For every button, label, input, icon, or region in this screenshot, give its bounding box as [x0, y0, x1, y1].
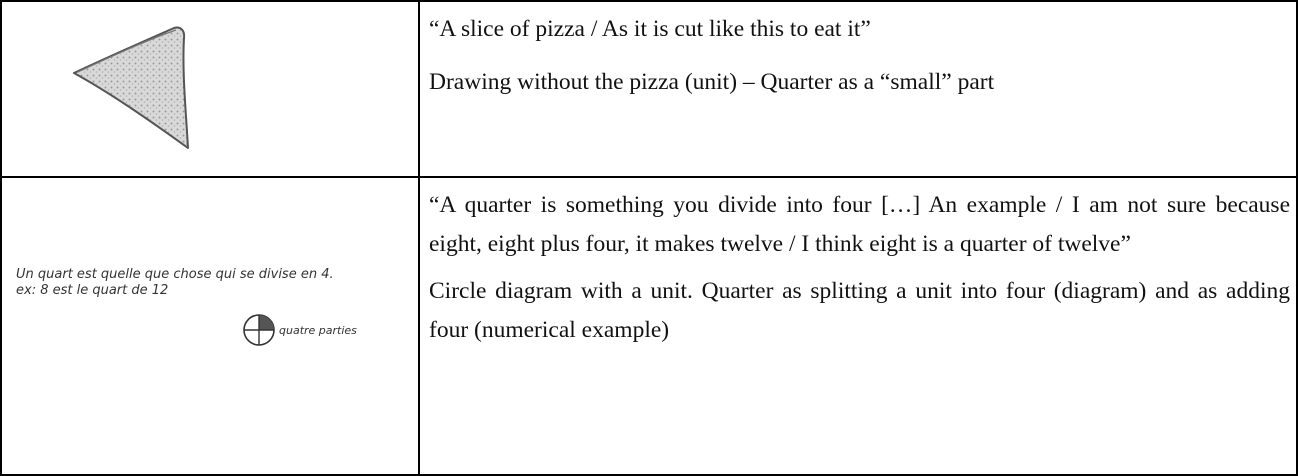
handwriting-cell: Un quart est quelle que chose qui se div…: [0, 176, 420, 476]
diagram-label: quatre parties: [279, 324, 357, 337]
handwritten-answer: Un quart est quelle que chose qui se div…: [16, 267, 357, 346]
handwriting-line-2: ex: 8 est le quart de 12: [16, 283, 168, 298]
quarter-circle-diagram: [243, 314, 275, 346]
handwriting-line-1: Un quart est quelle que chose qui se div…: [16, 267, 334, 282]
response-text-cell: “A quarter is something you divide into …: [418, 176, 1298, 476]
student-quote: “A slice of pizza / As it is cut like th…: [429, 16, 871, 42]
pizza-slice-drawing: [73, 26, 189, 149]
response-text-cell: “A slice of pizza / As it is cut like th…: [418, 0, 1298, 178]
pizza-slice-shape: [73, 26, 189, 149]
pizza-drawing-cell: [0, 0, 420, 178]
analysis-text: Circle diagram with a unit. Quarter as s…: [429, 278, 1290, 343]
table-row: “A slice of pizza / As it is cut like th…: [0, 0, 1298, 178]
analysis-text: Drawing without the pizza (unit) – Quart…: [429, 69, 995, 95]
table-row: Un quart est quelle que chose qui se div…: [0, 176, 1298, 476]
student-quote: “A quarter is something you divide into …: [429, 192, 1290, 257]
